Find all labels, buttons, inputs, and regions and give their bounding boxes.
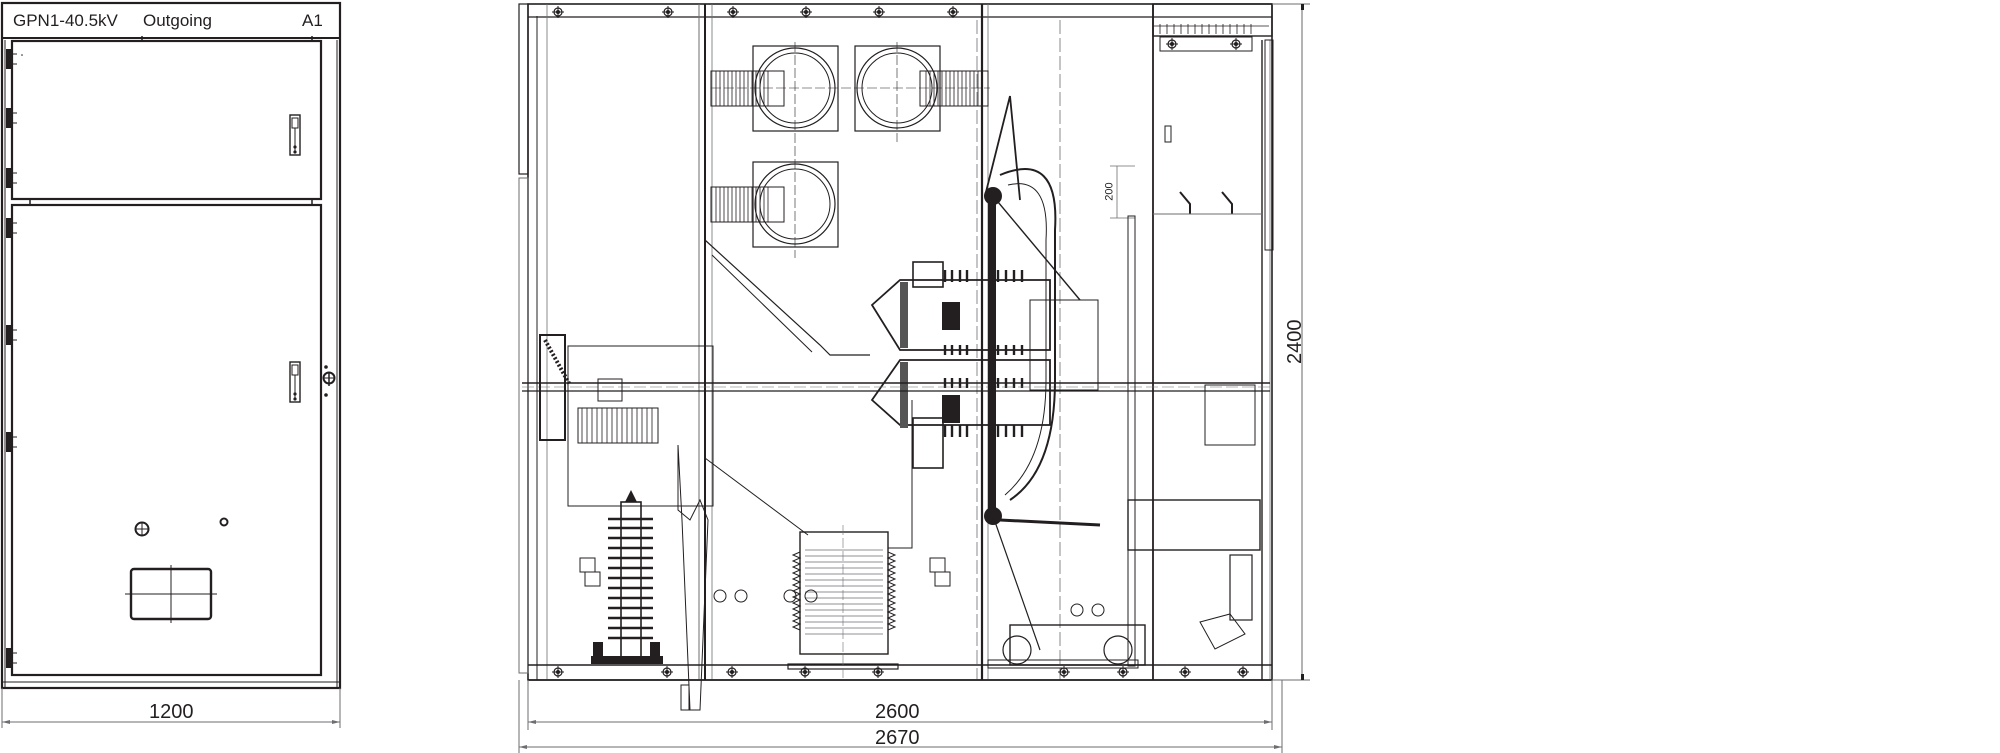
detail-200-dimension: 200 <box>1103 182 1116 201</box>
model-label: GPN1-40.5kV <box>13 11 118 30</box>
function-label: Outgoing <box>143 11 212 30</box>
inner-width-dimension: 2600 <box>875 701 920 723</box>
earthing-switch <box>984 95 1101 651</box>
front-view <box>0 1 342 728</box>
side-view <box>518 3 1310 753</box>
surge-arrester <box>591 490 663 664</box>
panel-id-label: A1 <box>302 11 323 30</box>
breaker-truck <box>987 613 1246 669</box>
low-voltage-compartment <box>1127 3 1274 667</box>
height-dimension: 2400 <box>1284 319 1306 365</box>
current-transformer <box>704 400 913 680</box>
busbar-bushings <box>710 42 990 258</box>
circuit-breaker-poles <box>870 261 1099 469</box>
overall-width-dimension: 2670 <box>875 727 920 749</box>
front-width-dimension: 1200 <box>149 701 194 723</box>
